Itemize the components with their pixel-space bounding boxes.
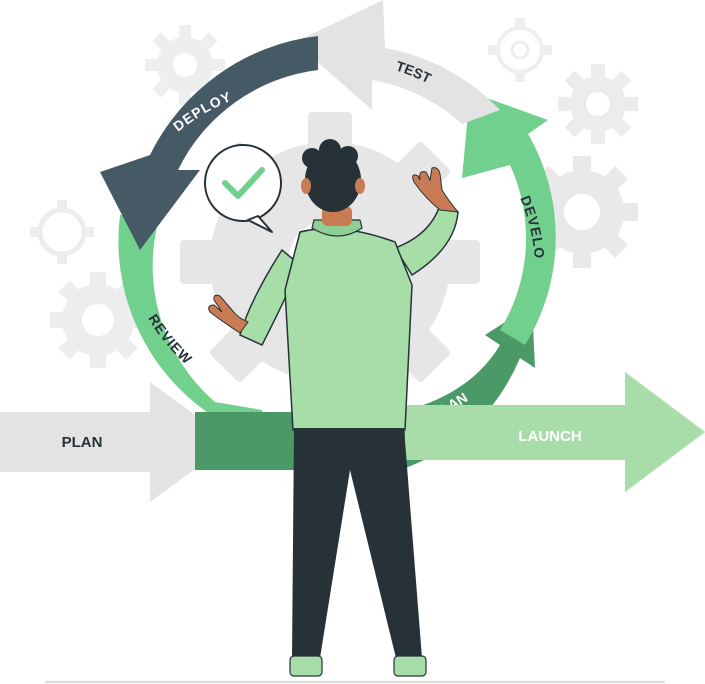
check-bubble — [204, 144, 282, 233]
plan-label: PLAN — [62, 434, 103, 451]
check-icon — [222, 167, 265, 199]
background-gears — [30, 18, 638, 368]
person-illustration — [208, 139, 460, 677]
launch-arrow: LAUNCH — [405, 372, 705, 492]
plan-arrow: PLAN — [0, 382, 232, 502]
gear-icon — [30, 200, 94, 264]
gear-icon — [488, 18, 552, 82]
launch-label: LAUNCH — [518, 428, 581, 445]
gear-icon — [50, 272, 146, 368]
test-segment: TEST — [295, 0, 500, 124]
gear-icon — [558, 64, 638, 144]
